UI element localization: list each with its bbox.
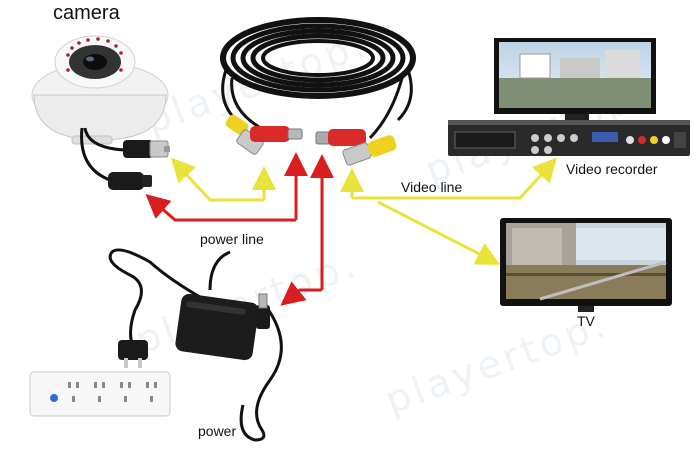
power-line-label: power line bbox=[200, 231, 264, 247]
video-recorder-label: Video recorder bbox=[566, 161, 658, 177]
tv-label: TV bbox=[577, 313, 595, 329]
power-strip bbox=[29, 371, 171, 417]
camera-pigtail-cables bbox=[80, 127, 126, 182]
video-arrow-tv bbox=[377, 200, 501, 265]
power-adapter-brick bbox=[175, 293, 259, 361]
cable-coil bbox=[220, 17, 416, 140]
camera-bnc-connector bbox=[123, 140, 170, 158]
cable-right-video-connector bbox=[342, 135, 397, 166]
cable-left-power-connector bbox=[250, 126, 303, 142]
power-adapter-dc-plug bbox=[256, 293, 270, 329]
video-arrow-camera bbox=[170, 157, 276, 202]
cable-left-video-connector bbox=[225, 114, 264, 155]
tv-set bbox=[500, 218, 672, 312]
video-arrow-recorder bbox=[340, 157, 558, 200]
ac-plug bbox=[118, 340, 148, 368]
video-line-label: Video line bbox=[401, 179, 463, 195]
cable-right-power-connector bbox=[315, 129, 366, 146]
dome-camera bbox=[31, 35, 169, 145]
power-arrow-camera bbox=[145, 152, 308, 222]
dvr-box bbox=[448, 120, 690, 156]
power-arrow-adapter bbox=[280, 154, 334, 306]
power-label: power bbox=[198, 423, 237, 439]
monitor bbox=[494, 38, 656, 122]
camera-dc-connector bbox=[108, 172, 152, 190]
camera-label: camera bbox=[53, 2, 120, 24]
